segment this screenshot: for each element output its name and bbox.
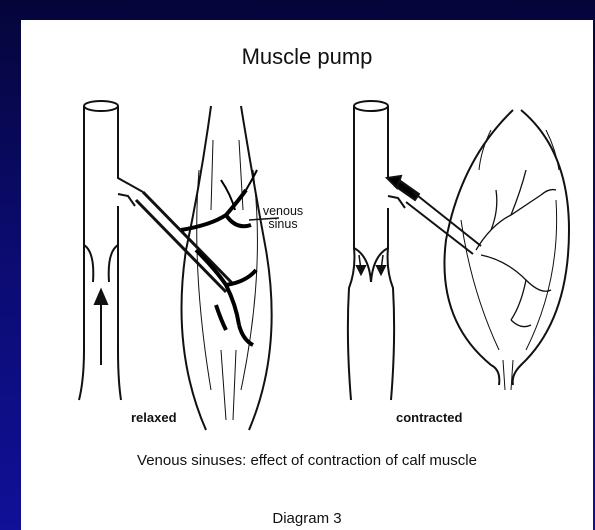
slide-panel: Muscle pump <box>21 20 593 530</box>
contracted-label: contracted <box>396 410 462 425</box>
contracted-vein <box>348 101 419 400</box>
diagram-number: Diagram 3 <box>21 510 593 527</box>
contracted-muscle <box>444 110 569 390</box>
figure-caption: Venous sinuses: effect of contraction of… <box>21 452 593 469</box>
venous-sinus-label: venous sinus <box>259 205 307 231</box>
relaxed-muscle <box>182 106 272 430</box>
relaxed-vein <box>79 101 143 400</box>
venous-sinus-label-line2: sinus <box>259 218 307 231</box>
relaxed-label: relaxed <box>131 410 177 425</box>
venous-sinus-compressed <box>476 170 556 327</box>
